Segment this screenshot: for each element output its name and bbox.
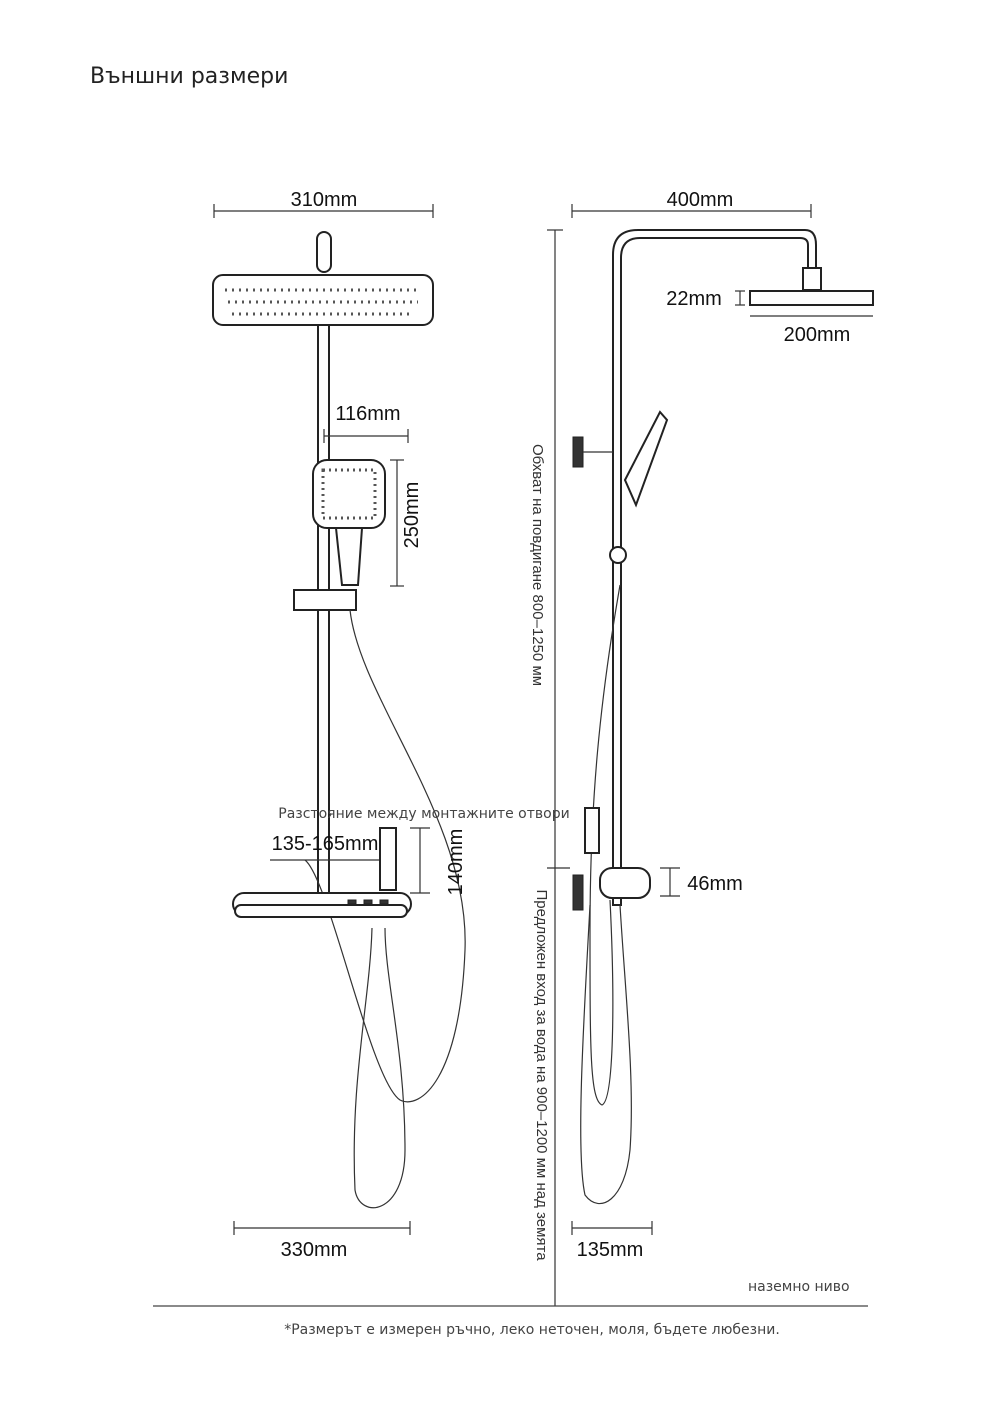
side-shelf	[599, 867, 651, 899]
dim-mount-distance: 135-165mm	[272, 833, 379, 855]
side-shower-head	[749, 290, 874, 306]
page-title: Външни размери	[90, 64, 289, 89]
side-hand-shower	[623, 410, 669, 508]
pipe-top	[316, 231, 332, 273]
shelf-bottom	[234, 904, 408, 918]
dim-side-arm: 400mm	[667, 189, 734, 211]
water-inlet-label: Предложен вход за вода на 900–1200 мм на…	[533, 889, 550, 1261]
slider-holder	[293, 589, 357, 611]
dim-side-head-width: 200mm	[784, 324, 851, 346]
spout	[379, 827, 397, 891]
dim-shelf-width: 330mm	[281, 1239, 348, 1261]
side-view: 400mm 22mm 200mm 46mm 135mm	[571, 189, 874, 1261]
hand-shower-handle	[334, 527, 364, 586]
front-view: 310mm 116mm 250mm Разстояние между монта…	[212, 189, 570, 1261]
footnote: *Размерът е измерен ръчно, леко неточен,…	[284, 1322, 780, 1338]
rain-shower-head	[212, 274, 434, 326]
dim-head-thickness: 22mm	[666, 288, 722, 310]
dim-shelf-height: 46mm	[687, 873, 743, 895]
mount-distance-label: Разстояние между монтажните отвори	[278, 806, 569, 822]
dim-side-depth: 135mm	[577, 1239, 644, 1261]
dim-spout-height: 140mm	[445, 829, 467, 896]
dim-handshower-width: 116mm	[335, 403, 400, 425]
dim-front-head-width: 310mm	[291, 189, 358, 211]
ground-level-label: наземно ниво	[748, 1279, 850, 1295]
dim-handshower-height: 250mm	[401, 482, 423, 549]
lift-range-label: Обхват на повдигане 800–1250 мм	[529, 444, 546, 686]
